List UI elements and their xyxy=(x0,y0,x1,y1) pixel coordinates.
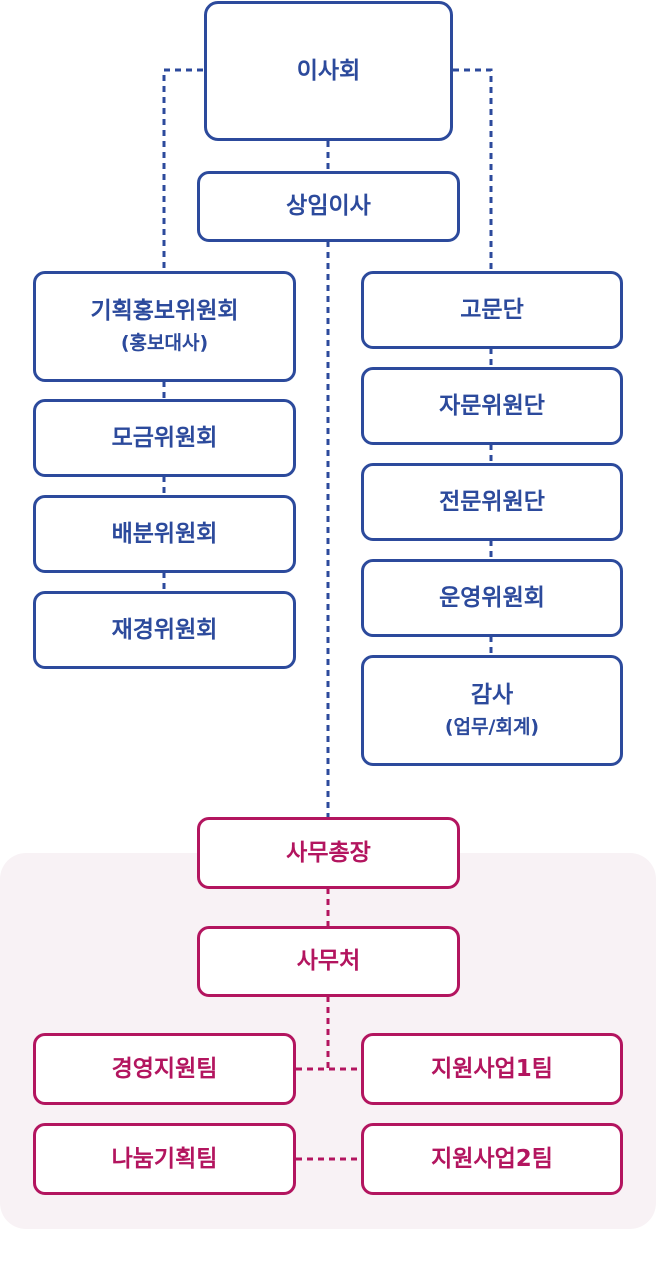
committee-fundraising: 모금위원회 xyxy=(33,399,296,477)
standing-director-node: 상임이사 xyxy=(197,171,460,242)
expert-committee-label: 전문위원단 xyxy=(439,488,545,515)
secretary-general-node: 사무총장 xyxy=(197,817,460,889)
team-support-project-2-label: 지원사업2팀 xyxy=(431,1145,553,1172)
connector-board-right xyxy=(453,68,493,272)
standing-director-label: 상임이사 xyxy=(286,193,371,220)
team-management-support-label: 경영지원팀 xyxy=(111,1055,218,1082)
audit-label: 감사 xyxy=(470,682,514,709)
consulting-committee: 자문위원단 xyxy=(361,367,623,445)
team-support-project-1: 지원사업1팀 xyxy=(361,1033,623,1105)
secretary-general-label: 사무총장 xyxy=(286,839,371,866)
board-label: 이사회 xyxy=(296,57,361,84)
steering-committee: 운영위원회 xyxy=(361,559,623,637)
audit-node: 감사 (업무/회계) xyxy=(361,655,623,766)
expert-committee: 전문위원단 xyxy=(361,463,623,541)
committee-planning-pr-label: 기획홍보위원회 xyxy=(90,298,239,325)
secretariat-node: 사무처 xyxy=(197,926,460,997)
team-sharing-planning-label: 나눔기획팀 xyxy=(111,1145,218,1172)
team-support-project-1-label: 지원사업1팀 xyxy=(431,1055,553,1082)
committee-finance: 재경위원회 xyxy=(33,591,296,669)
committee-allocation-label: 배분위원회 xyxy=(111,520,218,547)
audit-sub: (업무/회계) xyxy=(444,716,540,738)
committee-allocation: 배분위원회 xyxy=(33,495,296,573)
consulting-committee-label: 자문위원단 xyxy=(439,392,545,419)
secretariat-label: 사무처 xyxy=(296,948,361,975)
team-sharing-planning: 나눔기획팀 xyxy=(33,1123,296,1195)
advisors-group-label: 고문단 xyxy=(460,296,524,323)
advisors-group: 고문단 xyxy=(361,271,623,349)
committee-fundraising-label: 모금위원회 xyxy=(111,424,218,451)
committee-finance-label: 재경위원회 xyxy=(111,616,218,643)
connector-board-left xyxy=(162,68,203,272)
team-support-project-2: 지원사업2팀 xyxy=(361,1123,623,1195)
steering-committee-label: 운영위원회 xyxy=(439,584,545,611)
board-node: 이사회 xyxy=(204,1,453,141)
committee-planning-pr-sub: (홍보대사) xyxy=(120,332,209,354)
committee-planning-pr: 기획홍보위원회 (홍보대사) xyxy=(33,271,296,382)
team-management-support: 경영지원팀 xyxy=(33,1033,296,1105)
